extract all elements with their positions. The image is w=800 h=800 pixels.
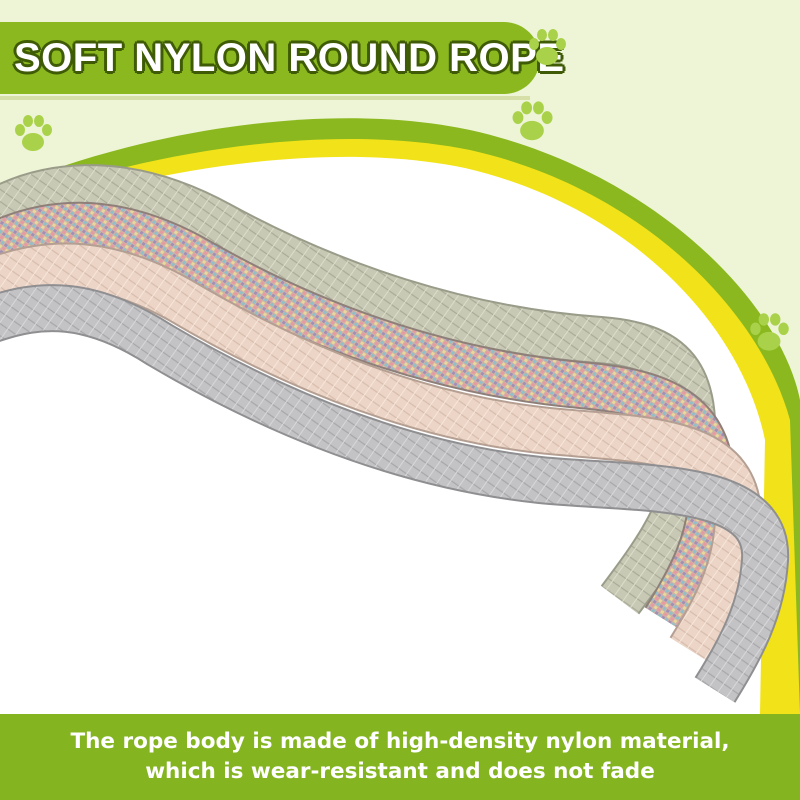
paw-icon [15, 115, 52, 151]
paw-icon [529, 29, 566, 65]
description-footer: The rope body is made of high-density ny… [0, 714, 800, 800]
title-banner: SOFT NYLON ROUND ROPE [0, 22, 564, 94]
paw-icon [512, 101, 553, 141]
description-line-1: The rope body is made of high-density ny… [70, 729, 730, 754]
page-title: SOFT NYLON ROUND ROPE [14, 35, 565, 80]
paw-icon [750, 313, 789, 351]
description-line-2: which is wear-resistant and does not fad… [145, 759, 655, 784]
rope-group [0, 164, 790, 703]
